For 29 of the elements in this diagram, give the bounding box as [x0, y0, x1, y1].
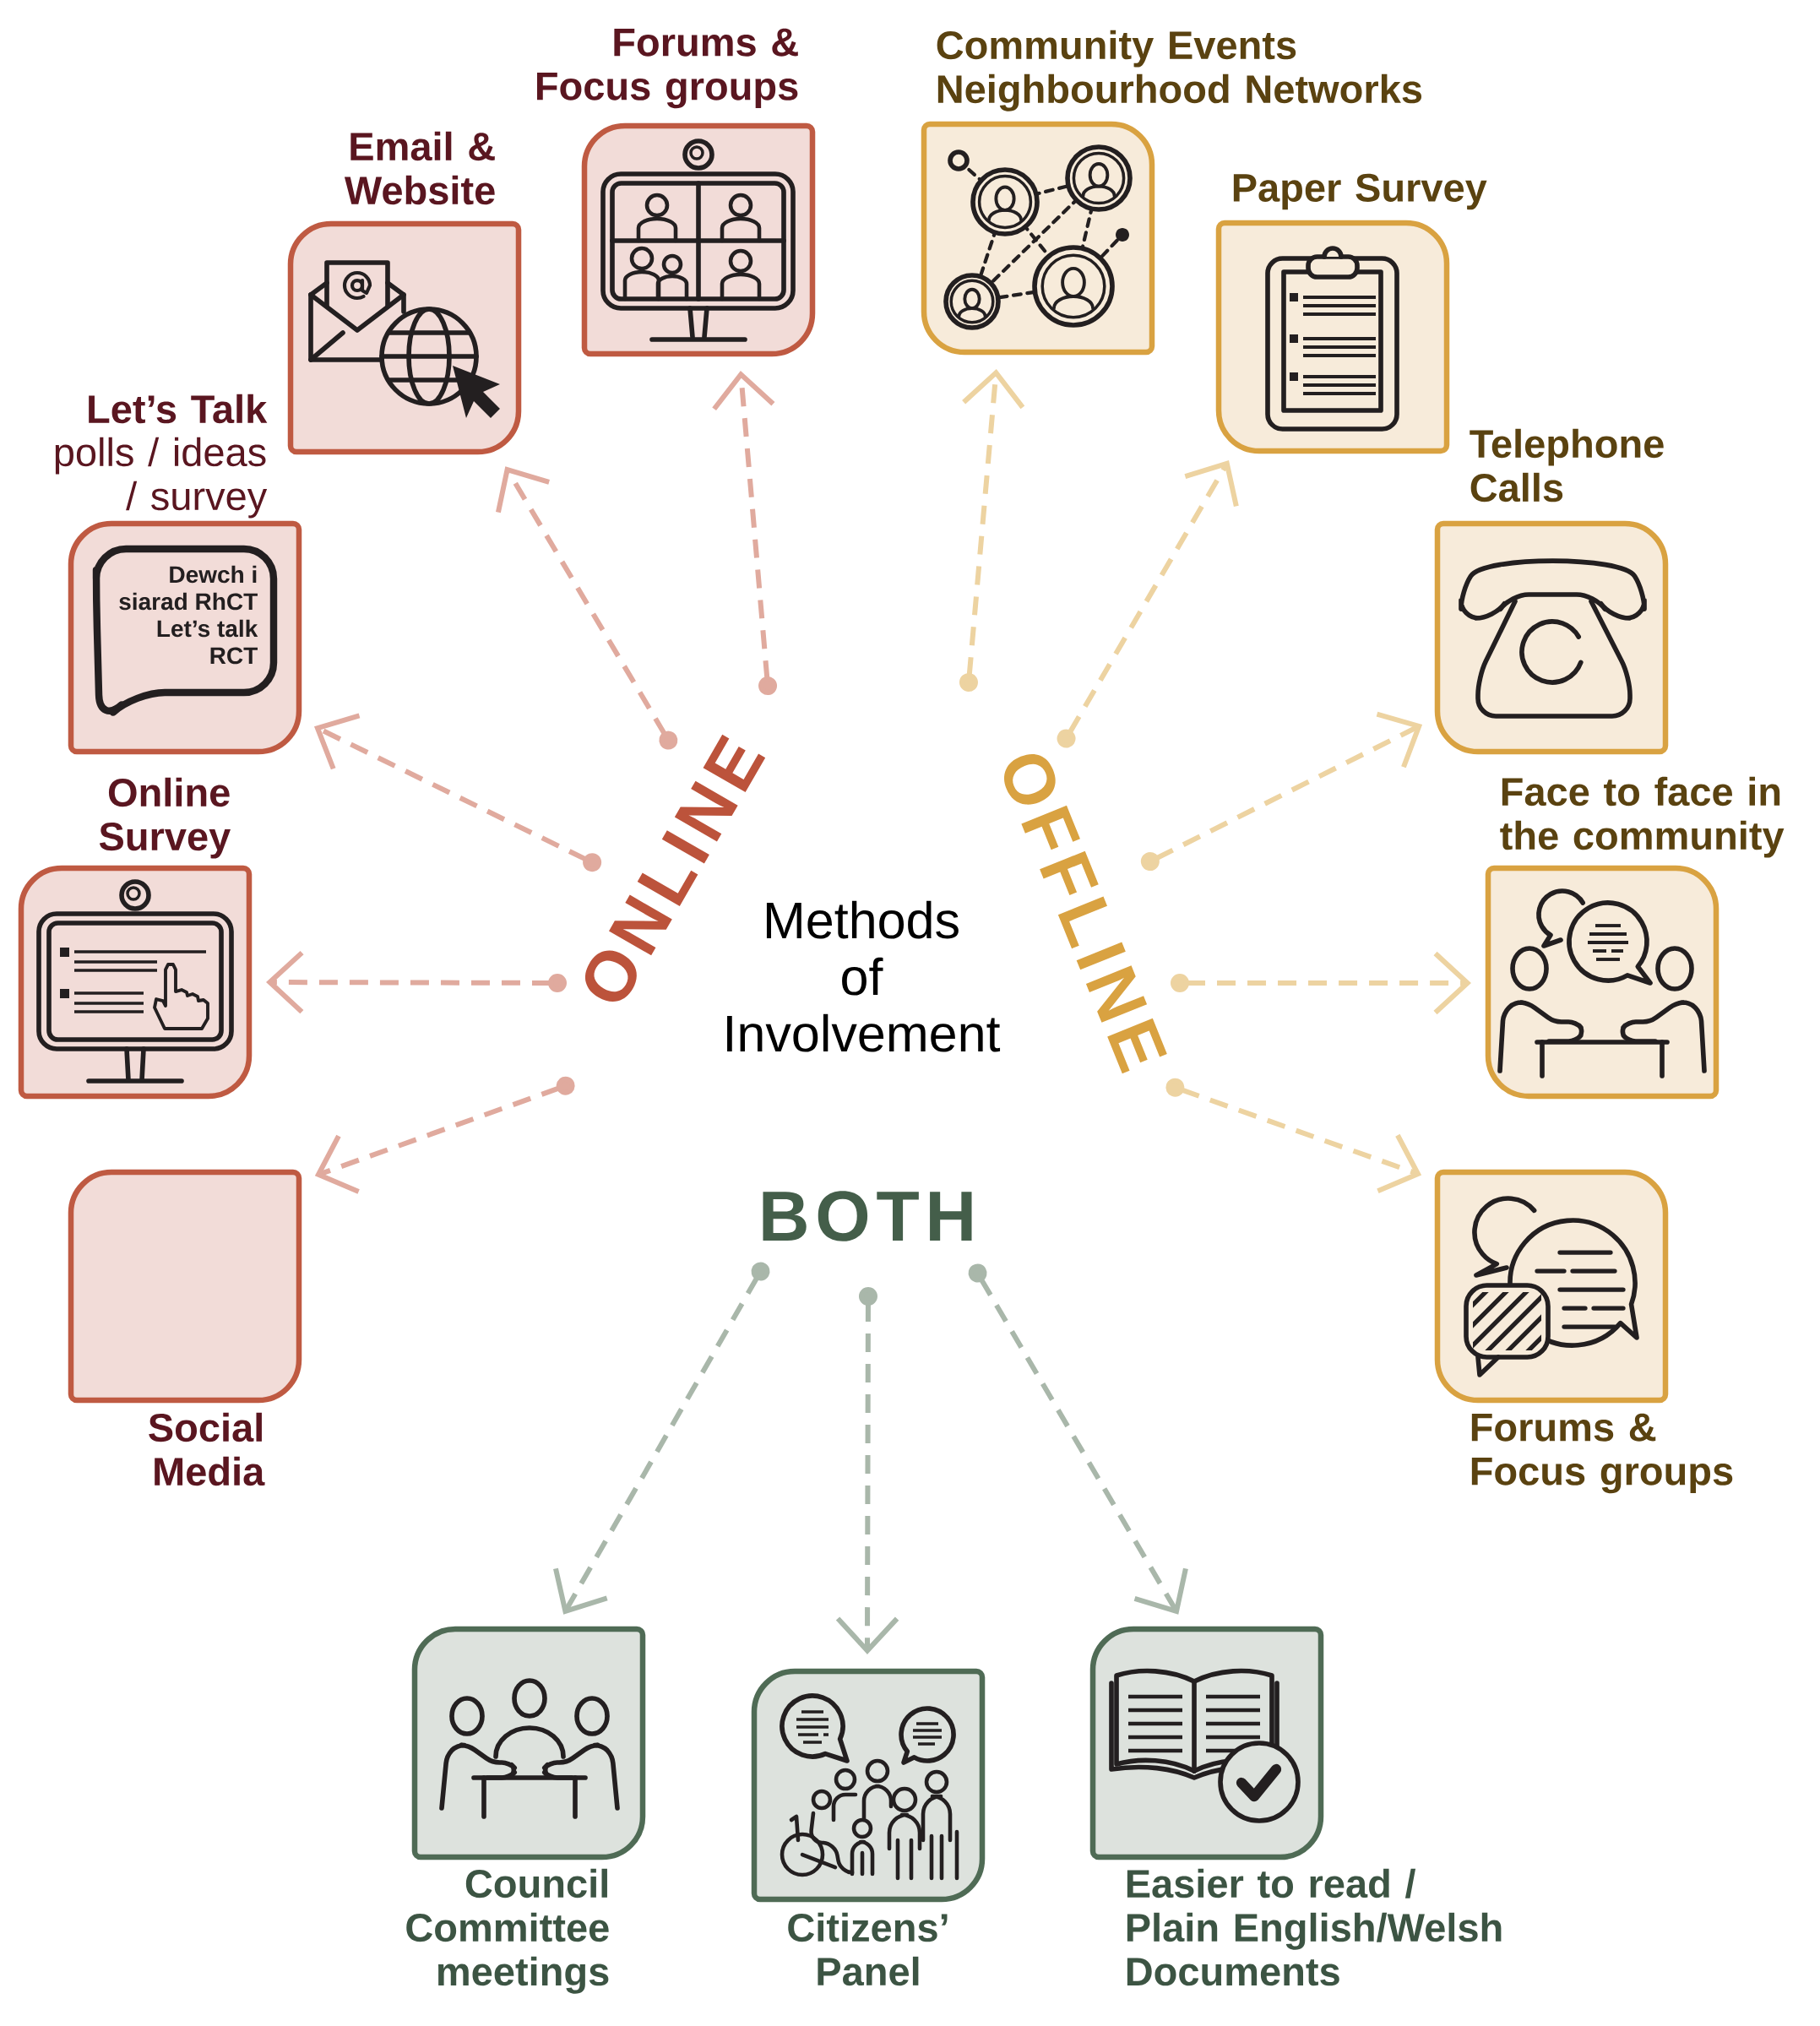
arrow [1140, 711, 1423, 872]
title: Methods of Involvement [727, 900, 1001, 1052]
arrow [496, 466, 678, 750]
heading: Telephone Calls [1470, 428, 1664, 502]
heading: Email & Website [344, 131, 495, 205]
arrow [1057, 460, 1239, 748]
arrow [835, 1287, 899, 1654]
speech-bubble: Dewch i siarad RhCT Let’s talk RCT [92, 545, 278, 716]
arrow [553, 1262, 770, 1615]
description: polls / ideas / survey [55, 437, 268, 519]
heading: Council Committee meetings [406, 1868, 609, 1994]
heading: Let’s Talk [89, 394, 268, 424]
heading: Paper Survey [1233, 173, 1487, 210]
arrow [314, 1076, 575, 1194]
arrow [314, 713, 602, 872]
arrow [1171, 951, 1471, 1015]
arrow [1165, 1078, 1422, 1193]
heading: Online Survey [99, 777, 231, 859]
heading: Citizens’ Panel [788, 1912, 948, 1986]
heading: Forums & Focus groups [537, 28, 798, 109]
arrow [712, 370, 778, 696]
heading: Easier to read / Plain English/Welsh Documents [1127, 1868, 1502, 1986]
heading: Community Events Neighbourhood Networks [937, 30, 1422, 111]
category-label: BOTH [763, 1191, 972, 1241]
heading: Face to face in the community [1500, 776, 1785, 858]
heading: Forums & Focus groups [1471, 1413, 1733, 1494]
arrow [968, 1263, 1188, 1615]
heading: Social Media [149, 1412, 265, 1486]
arrow [959, 368, 1025, 693]
